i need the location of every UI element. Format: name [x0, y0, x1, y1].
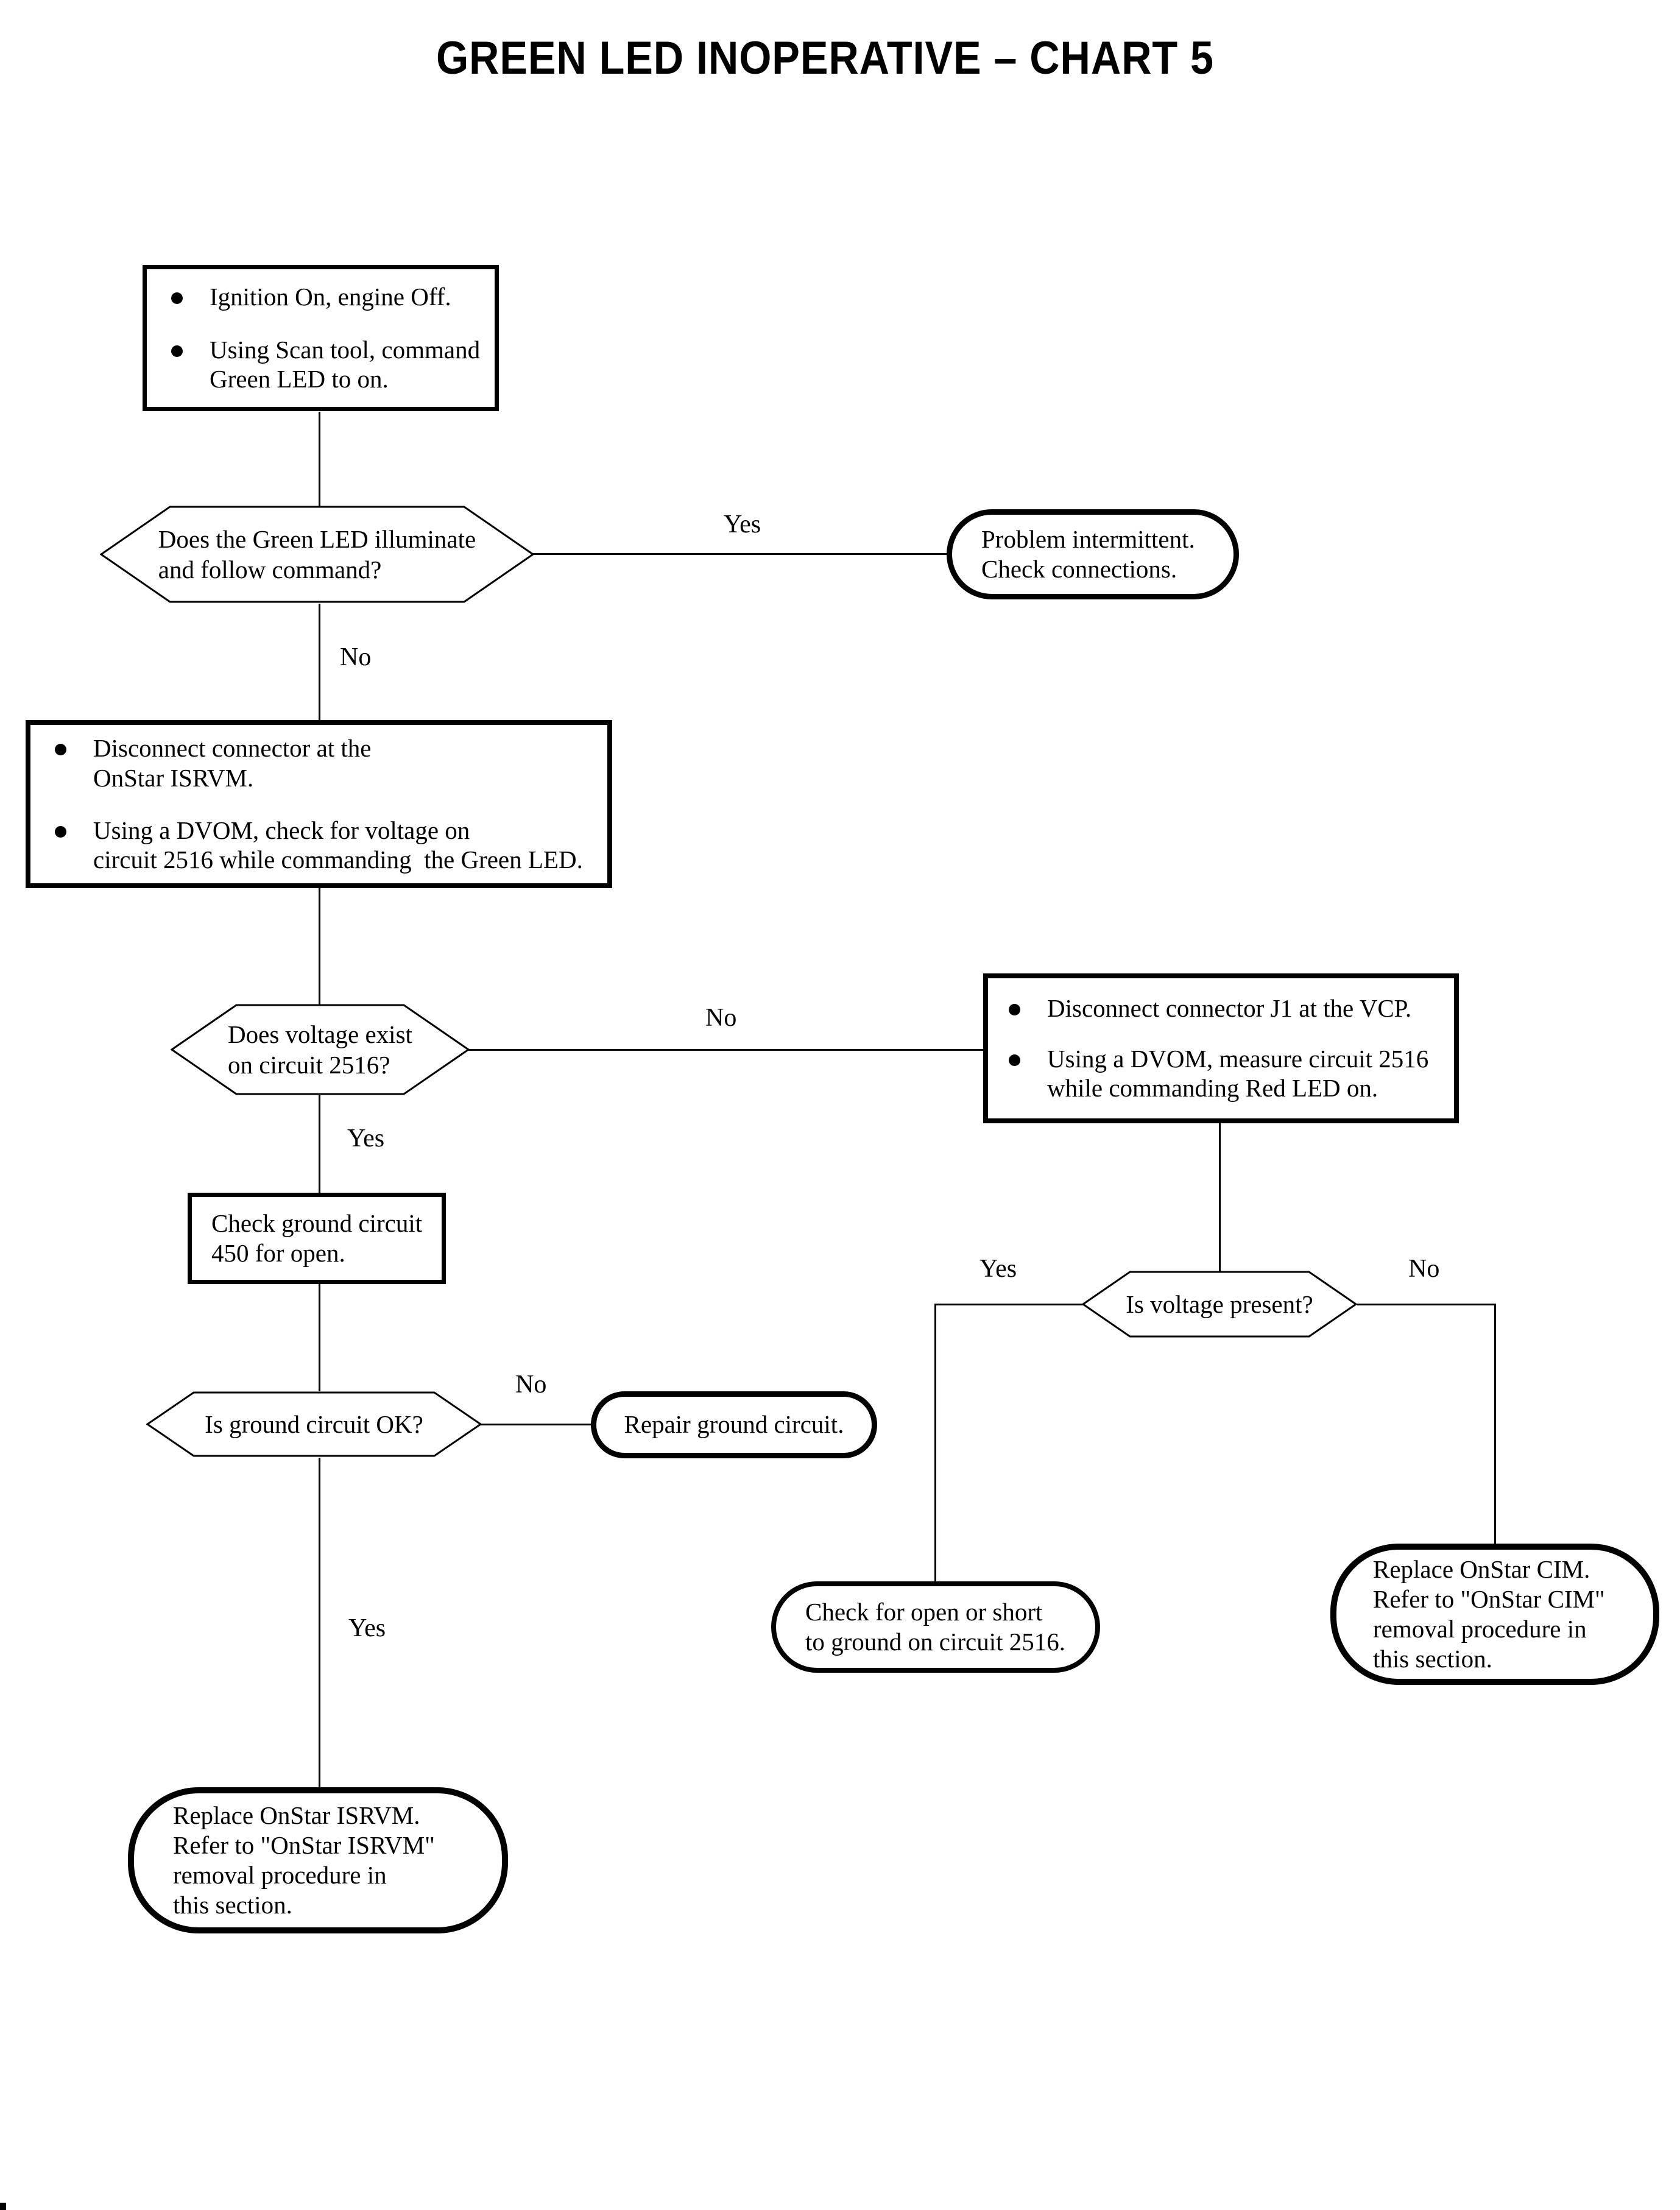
process-vcp-measure: Disconnect connector J1 at the VCP. Usin…	[983, 973, 1459, 1123]
terminator-text: Check for open or short to ground on cir…	[805, 1597, 1066, 1656]
terminator-replace-cim: Replace OnStar CIM. Refer to "OnStar CIM…	[1330, 1544, 1659, 1685]
page-title-text: GREEN LED INOPERATIVE – CHART 5	[436, 32, 1214, 84]
edge-label-voltagepresent-no: No	[1408, 1255, 1440, 1283]
edge-label-groundok-yes: Yes	[348, 1614, 386, 1642]
process-isrvm-voltage-check: Disconnect connector at the OnStar ISRVM…	[26, 720, 612, 888]
bullet-text: Disconnect connector at the OnStar ISRVM…	[93, 734, 372, 792]
process-text: Check ground circuit 450 for open.	[211, 1209, 423, 1267]
bullet-text: Using a DVOM, check for voltage on circu…	[93, 816, 583, 874]
process-check-ground-450: Check ground circuit 450 for open.	[188, 1193, 446, 1284]
terminator-text: Repair ground circuit.	[624, 1410, 844, 1439]
bullet-item: Disconnect connector J1 at the VCP.	[1009, 994, 1444, 1023]
connector-groundok-yes	[319, 1458, 320, 1788]
bullet-icon	[55, 744, 66, 756]
page-title: GREEN LED INOPERATIVE – CHART 5	[0, 32, 1650, 85]
decision-text: Does the Green LED illuminate and follow…	[158, 524, 476, 584]
hexagon-outline	[171, 1004, 470, 1095]
terminator-problem-intermittent: Problem intermittent. Check connections.	[947, 509, 1239, 599]
decision-ground-ok: Is ground circuit OK?	[146, 1391, 482, 1457]
edge-label-voltage2516-no: No	[705, 1004, 737, 1032]
connector-voltagepresent-yes-vertical	[934, 1304, 936, 1581]
connector-led-yes	[532, 553, 947, 555]
process-start-conditions: Ignition On, engine Off. Using Scan tool…	[143, 265, 499, 411]
connector-isrvm-to-voltage-decision	[319, 888, 320, 1005]
terminator-text: Replace OnStar CIM. Refer to "OnStar CIM…	[1373, 1555, 1605, 1673]
connector-voltage2516-no	[468, 1049, 984, 1051]
hexagon-outline	[100, 506, 534, 603]
terminator-replace-isrvm: Replace OnStar ISRVM. Refer to "OnStar I…	[128, 1787, 508, 1933]
connector-voltagepresent-no-vertical	[1494, 1304, 1496, 1544]
edge-label-groundok-no: No	[515, 1371, 547, 1399]
edge-label-voltagepresent-yes: Yes	[979, 1255, 1017, 1283]
bullet-item: Ignition On, engine Off.	[171, 282, 485, 311]
terminator-text: Replace OnStar ISRVM. Refer to "OnStar I…	[173, 1801, 435, 1919]
terminator-check-open-short: Check for open or short to ground on cir…	[771, 1581, 1100, 1673]
decision-green-led-illuminate: Does the Green LED illuminate and follow…	[100, 506, 534, 603]
bullet-item: Using a DVOM, check for voltage on circu…	[55, 816, 598, 875]
decision-text: Is voltage present?	[1126, 1290, 1313, 1318]
bullet-text: Disconnect connector J1 at the VCP.	[1047, 994, 1412, 1023]
connector-ground450-to-groundok	[319, 1284, 320, 1391]
connector-led-no	[319, 604, 320, 720]
bullet-icon	[55, 826, 66, 838]
bullet-text: Ignition On, engine Off.	[210, 283, 451, 311]
bullet-item: Disconnect connector at the OnStar ISRVM…	[55, 733, 598, 793]
decision-text: Is ground circuit OK?	[205, 1410, 423, 1438]
hexagon-outline	[1082, 1271, 1357, 1338]
edge-label-voltage2516-yes: Yes	[347, 1124, 385, 1153]
scan-artifact-mark	[0, 2203, 6, 2210]
hexagon-outline	[146, 1391, 482, 1457]
bullet-text: Using a DVOM, measure circuit 2516 while…	[1047, 1044, 1429, 1103]
connector-vcp-to-voltagepresent	[1219, 1123, 1221, 1271]
terminator-repair-ground: Repair ground circuit.	[591, 1391, 877, 1458]
edge-label-led-yes: Yes	[724, 510, 761, 538]
bullet-icon	[1009, 1004, 1020, 1016]
bullet-icon	[171, 345, 183, 357]
connector-groundok-no	[481, 1424, 592, 1425]
edge-label-led-no: No	[340, 643, 372, 671]
connector-voltage2516-yes	[319, 1095, 320, 1193]
decision-voltage-present: Is voltage present?	[1082, 1271, 1357, 1338]
bullet-icon	[171, 292, 183, 305]
bullet-item: Using Scan tool, command Green LED to on…	[171, 335, 485, 394]
connector-voltagepresent-no-horizontal	[1357, 1304, 1496, 1305]
bullet-icon	[1009, 1054, 1020, 1066]
bullet-text: Using Scan tool, command Green LED to on…	[210, 335, 481, 394]
decision-text: Does voltage exist on circuit 2516?	[228, 1020, 412, 1079]
terminator-text: Problem intermittent. Check connections.	[981, 524, 1195, 583]
connector-start-to-led-decision	[319, 412, 320, 507]
bullet-item: Using a DVOM, measure circuit 2516 while…	[1009, 1044, 1444, 1103]
decision-voltage-on-2516: Does voltage exist on circuit 2516?	[171, 1004, 470, 1095]
connector-voltagepresent-yes-horizontal	[934, 1304, 1084, 1305]
